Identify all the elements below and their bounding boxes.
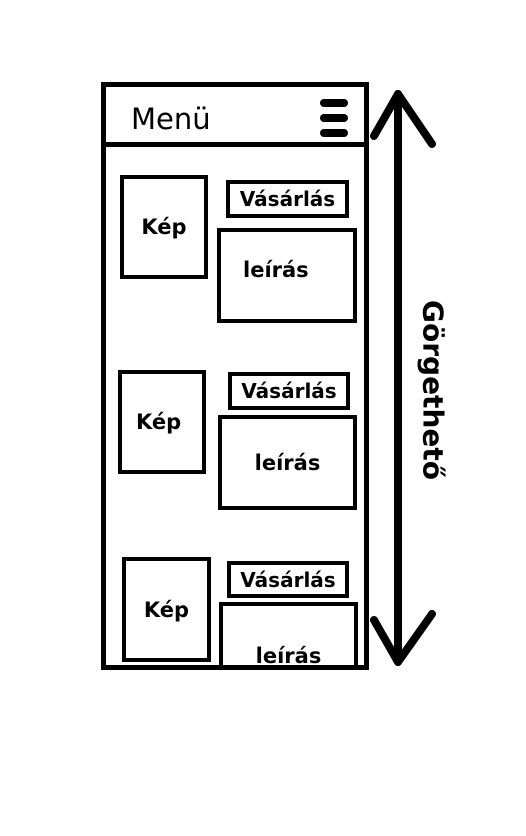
double-arrow-icon [370,90,436,666]
product-image-1: Kép [120,175,208,279]
product-image-3: Kép [122,557,211,662]
buy-button-2[interactable]: Vásárlás [228,372,350,410]
product-description-1: leírás [217,228,357,323]
scrollable-label: Görgethető [416,300,450,480]
buy-button-label: Vásárlás [240,567,336,592]
buy-button-label: Vásárlás [239,187,336,211]
product-image-label: Kép [143,597,190,622]
product-description-2: leírás [218,415,357,510]
buy-button-1[interactable]: Vásárlás [226,180,349,218]
menu-label: Menü [131,102,211,136]
menu-bar: Menü [106,87,364,147]
buy-button-3[interactable]: Vásárlás [227,561,349,598]
description-label: leírás [255,644,322,668]
buy-button-label: Vásárlás [241,379,337,403]
product-description-3: leírás [219,602,358,668]
description-label: leírás [243,258,309,282]
hamburger-icon[interactable] [320,99,348,137]
description-label: leírás [254,450,321,475]
product-image-2: Kép [118,370,206,474]
phone-frame: Menü Kép Vásárlás leírás Kép Vásárlás le… [101,82,369,670]
product-image-label: Kép [141,215,187,239]
product-image-label: Kép [136,410,182,434]
